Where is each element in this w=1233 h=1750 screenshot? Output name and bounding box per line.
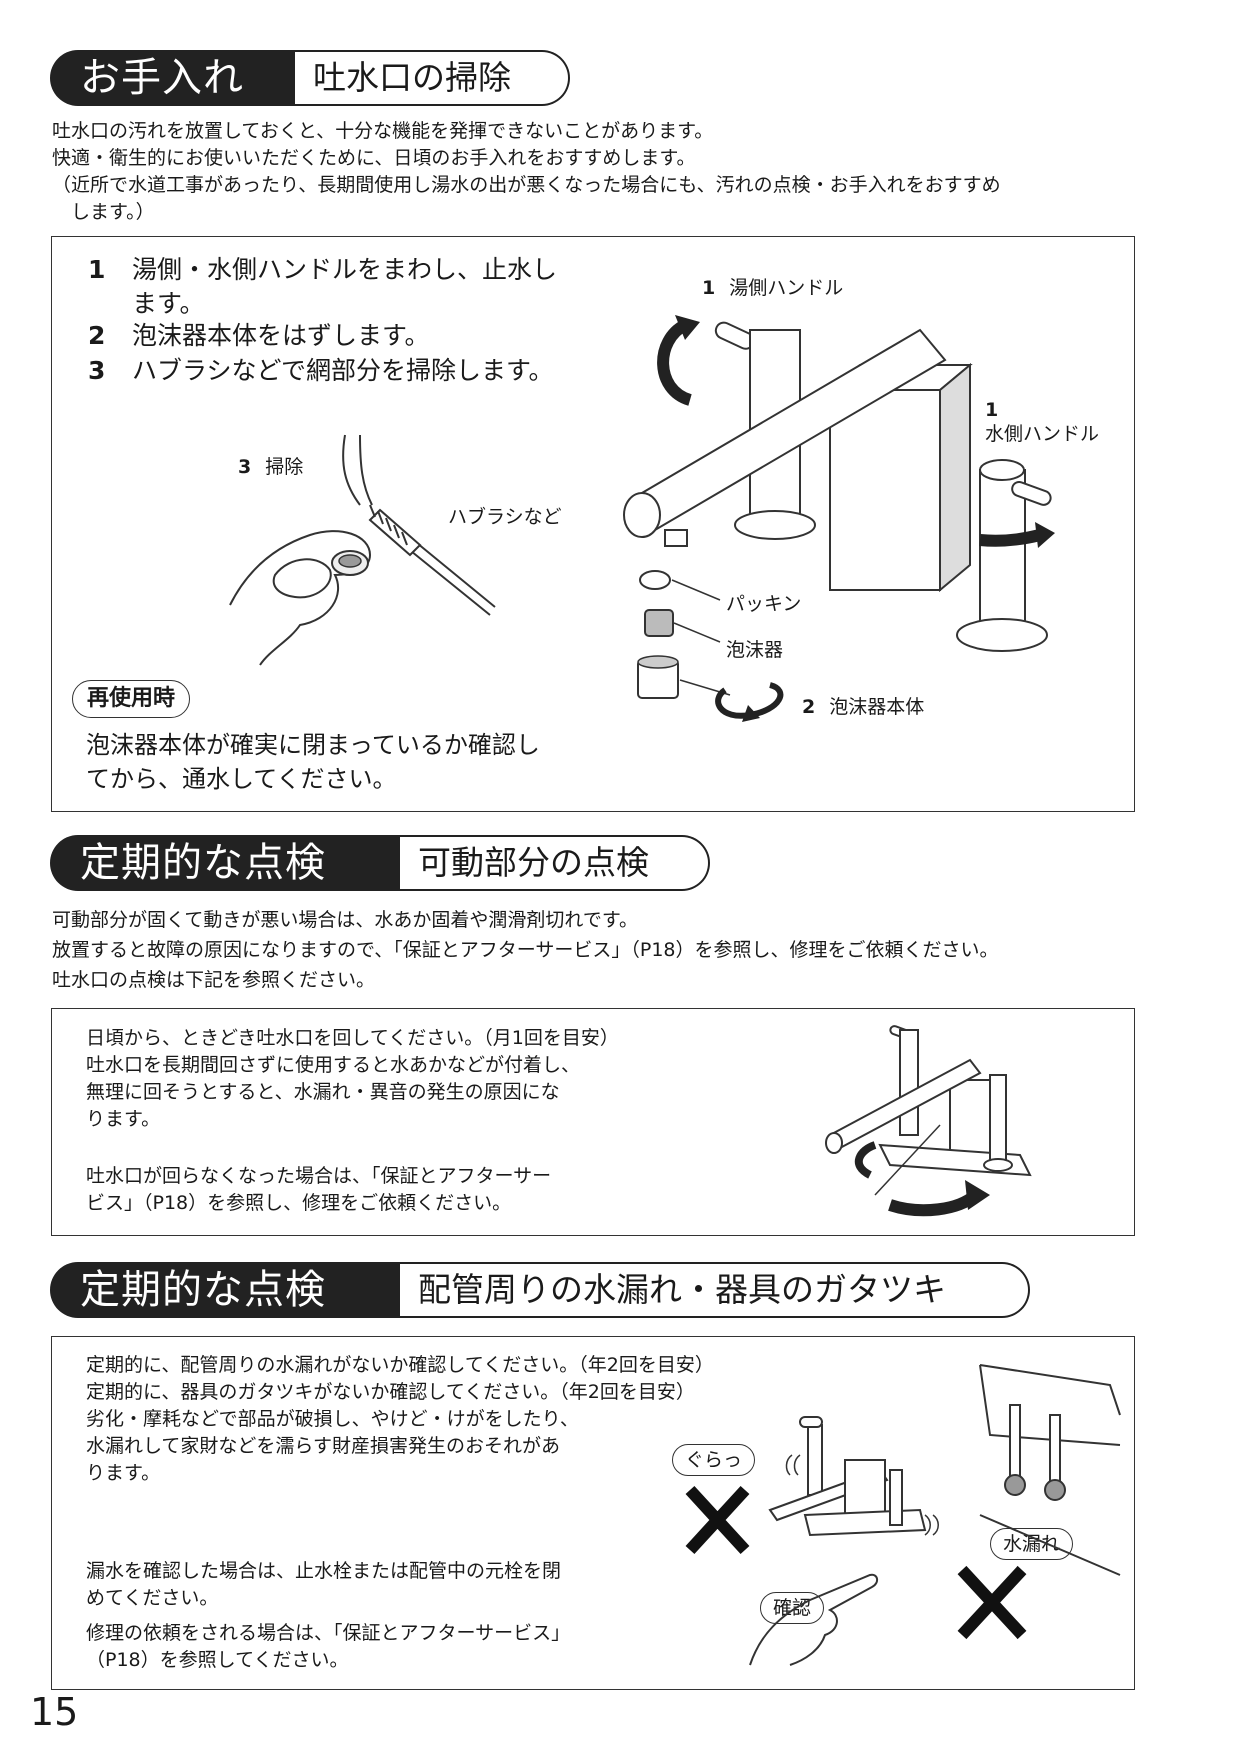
body-line: ります。 <box>86 1462 161 1484</box>
section1-heading: お手入れ 吐水口の掃除 <box>50 50 570 106</box>
section2-intro: 可動部分が固くて動きが悪い場合は、水あか固着や潤滑剤切れです。 放置すると故障の… <box>52 905 1182 995</box>
body-line: 日頃から、ときどき吐水口を回してください。（月1回を目安） <box>86 1027 619 1049</box>
center-block <box>829 389 941 591</box>
reuse-badge: 再使用時 <box>72 680 191 718</box>
x-mark-icon <box>685 1485 750 1555</box>
body-line: 定期的に、器具のガタツキがないか確認してください。（年2回を目安） <box>86 1381 695 1403</box>
section3-title: 定期的な点検 <box>50 1262 400 1318</box>
section3-body1: 定期的に、配管周りの水漏れがないか確認してください。（年2回を目安） 定期的に、… <box>86 1352 846 1487</box>
reuse-text: 泡沫器本体が確実に閉まっているか確認し てから、通水してください。 <box>86 728 646 796</box>
intro-line: 放置すると故障の原因になりますので、「保証とアフターサービス」（P18）を参照し… <box>52 939 999 961</box>
body-line: 吐水口が回らなくなった場合は、「保証とアフターサー <box>86 1165 552 1187</box>
step-number: 2 <box>88 321 106 350</box>
hot-rotate-arrow <box>657 319 693 406</box>
faucet-illustration <box>623 315 1055 722</box>
body-line: 劣化・摩耗などで部品が破損し、やけど・けがをしたり、 <box>86 1408 579 1430</box>
label-text: 泡沫器本体 <box>829 696 925 718</box>
page-number: 15 <box>30 1690 79 1734</box>
label-text: 湯側ハンドル <box>729 277 844 299</box>
step-3: 3 ハブラシなどで網部分を掃除します。 <box>88 354 648 388</box>
section2-body2: 吐水口が回らなくなった場合は、「保証とアフターサー ビス」（P18）を参照し、修… <box>86 1163 726 1217</box>
body-line: 定期的に、配管周りの水漏れがないか確認してください。（年2回を目安） <box>86 1354 714 1376</box>
step-text: 泡沫器本体をはずします。 <box>132 321 430 350</box>
brush-label: ハブラシなど <box>448 506 562 528</box>
x-mark-icon <box>957 1565 1027 1640</box>
label-number: 3 <box>238 456 252 478</box>
label-number: 1 <box>985 399 999 421</box>
aerator-body-label: 2 泡沫器本体 <box>802 695 924 719</box>
body-line: ビス」（P18）を参照し、修理をご依頼ください。 <box>86 1192 512 1214</box>
cold-rotate-arrow <box>979 529 1042 547</box>
body-line: ります。 <box>86 1108 161 1130</box>
intro-line: 吐水口の汚れを放置しておくと、十分な機能を発揮できないことがあります。 <box>52 120 714 142</box>
cold-handle-label: 1 水側ハンドル <box>985 398 1099 446</box>
step-2: 2 泡沫器本体をはずします。 <box>88 319 628 353</box>
body-line: 無理に回そうとすると、水漏れ・異音の発生の原因にな <box>86 1081 560 1103</box>
label-number: 2 <box>802 696 816 718</box>
intro-line: 快適・衛生的にお使いいただくために、日頃のお手入れをおすすめします。 <box>52 147 696 169</box>
packing-label: パッキン <box>726 593 802 615</box>
section3-body3: 修理の依頼をされる場合は、「保証とアフターサービス」 （P18）を参照してくださ… <box>86 1620 706 1674</box>
aerator-part <box>644 609 674 637</box>
body-line: 漏水を確認した場合は、止水栓または配管中の元栓を閉 <box>86 1560 562 1582</box>
intro-line: 吐水口の点検は下記を参照ください。 <box>52 969 376 991</box>
label-text: 水側ハンドル <box>985 423 1100 445</box>
section2-title: 定期的な点検 <box>50 835 400 891</box>
packing-ring <box>639 570 671 590</box>
leak-wobble-illustration <box>685 1364 1121 1666</box>
section2-subtitle: 可動部分の点検 <box>400 835 710 891</box>
step-number: 1 <box>88 255 106 284</box>
leak-badge: 水漏れ <box>990 1528 1074 1560</box>
step-text-cont: ます。 <box>132 289 205 318</box>
reuse-line: てから、通水してください。 <box>86 765 397 793</box>
body-line: 修理の依頼をされる場合は、「保証とアフターサービス」 <box>86 1622 571 1644</box>
intro-line: します。） <box>52 201 155 223</box>
intro-line: 可動部分が固くて動きが悪い場合は、水あか固着や潤滑剤切れです。 <box>52 909 638 931</box>
section3-box <box>51 1336 1135 1690</box>
leader-aerator <box>673 622 721 643</box>
aerator-label: 泡沫器 <box>726 639 784 661</box>
body-line: （P18）を参照してください。 <box>86 1649 349 1671</box>
step-number: 3 <box>88 356 106 385</box>
reuse-line: 泡沫器本体が確実に閉まっているか確認し <box>86 731 540 759</box>
body-line: めてください。 <box>86 1587 219 1609</box>
label-number: 1 <box>702 277 716 299</box>
water-stream <box>342 434 373 506</box>
label-text: 掃除 <box>265 456 304 478</box>
intro-line: （近所で水道工事があったり、長期間使用し湯水の出が悪くなった場合にも、汚れの点検… <box>52 174 1001 196</box>
section1-title: お手入れ <box>50 50 295 106</box>
section2-heading: 定期的な点検 可動部分の点検 <box>50 835 710 891</box>
hot-handle-label: 1 湯側ハンドル <box>702 276 843 300</box>
cleaning-illustration <box>229 434 496 666</box>
section1-subtitle: 吐水口の掃除 <box>295 50 570 106</box>
section1-intro: 吐水口の汚れを放置しておくと、十分な機能を発揮できないことがあります。 快適・衛… <box>52 118 1172 226</box>
body-line: 水漏れして家財などを濡らす財産損害発生のおそれがあ <box>86 1435 561 1457</box>
cold-handle <box>1011 480 1052 506</box>
section2-box <box>51 1008 1135 1236</box>
body-line: 吐水口を長期間回さずに使用すると水あかなどが付着し、 <box>86 1054 581 1076</box>
section2-body1: 日頃から、ときどき吐水口を回してください。（月1回を目安） 吐水口を長期間回さず… <box>86 1025 726 1133</box>
section3-subtitle: 配管周りの水漏れ・器具のガタツキ <box>400 1262 1030 1318</box>
check-badge: 確認 <box>760 1592 825 1624</box>
section1-box <box>51 236 1135 812</box>
leader-packing <box>671 579 721 601</box>
section3-heading: 定期的な点検 配管周りの水漏れ・器具のガタツキ <box>50 1262 1030 1318</box>
step-text: ハブラシなどで網部分を掃除します。 <box>132 356 554 385</box>
spout-rotate-illustration <box>825 1025 1032 1217</box>
step-1: 1 湯側・水側ハンドルをまわし、止水し ます。 <box>88 253 628 321</box>
clean-label: 3 掃除 <box>238 455 303 479</box>
step-text: 湯側・水側ハンドルをまわし、止水し <box>132 255 558 284</box>
section3-body2: 漏水を確認した場合は、止水栓または配管中の元栓を閉 めてください。 <box>86 1558 706 1612</box>
wobble-badge: ぐらっ <box>672 1444 756 1476</box>
